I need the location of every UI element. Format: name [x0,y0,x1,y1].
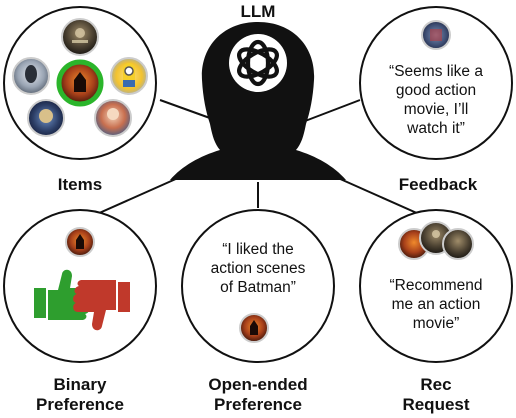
items-label: Items [57,175,103,194]
items-panel [3,6,157,160]
llm-head-silhouette [170,22,346,180]
movie-poster-stack[interactable] [398,221,474,260]
feedback-panel [359,6,513,160]
label-line: Open-ended [208,375,308,394]
label-line: Binary [53,375,107,394]
openai-logo-icon [229,34,287,92]
quote-line: of Batman” [220,279,296,296]
movie-poster-batman-binary[interactable] [65,227,95,257]
open-ended-preference-panel [181,209,335,363]
quote-line: “I liked the [222,241,294,258]
quote-line: movie, I’ll [403,101,469,118]
label-line: Request [402,395,470,414]
quote-line: good action [395,82,477,99]
label-line: Rec [420,375,452,394]
quote-line: me an action [391,296,481,313]
connector-rec-request [337,177,429,219]
rec-request-quote: “Recommend me an action movie” [370,276,502,333]
connector-binary [87,177,179,219]
label-line: Preference [36,395,124,414]
movie-poster-batman-highlighted[interactable] [56,59,104,107]
binary-preference-panel [3,209,157,363]
quote-line: “Recommend [389,277,483,294]
movie-poster-batman-open-ended[interactable] [239,313,269,343]
binary-preference-label: Binary Preference [20,375,140,415]
quote-line: movie” [412,315,460,332]
movie-poster-pirates[interactable] [61,18,99,56]
quote-line: watch it” [407,120,465,137]
quote-line: action scenes [210,260,306,277]
quote-line: “Seems like a [389,63,483,80]
movie-poster-robot[interactable] [12,57,50,95]
label-line: Preference [214,395,302,414]
llm-title: LLM [240,2,276,21]
movie-poster-avengers[interactable] [421,20,451,50]
rec-request-panel [359,209,513,363]
thumbs-down-icon[interactable] [73,280,130,331]
movie-poster-minion[interactable] [110,57,148,95]
movie-poster-mask[interactable] [27,99,65,137]
rec-request-label: Rec Request [386,375,486,415]
open-ended-quote: “I liked the action scenes of Batman” [188,240,328,297]
open-ended-preference-label: Open-ended Preference [188,375,328,415]
feedback-label: Feedback [398,175,478,194]
movie-poster-home-alone[interactable] [94,99,132,137]
feedback-quote: “Seems like a good action movie, I’ll wa… [376,62,496,138]
